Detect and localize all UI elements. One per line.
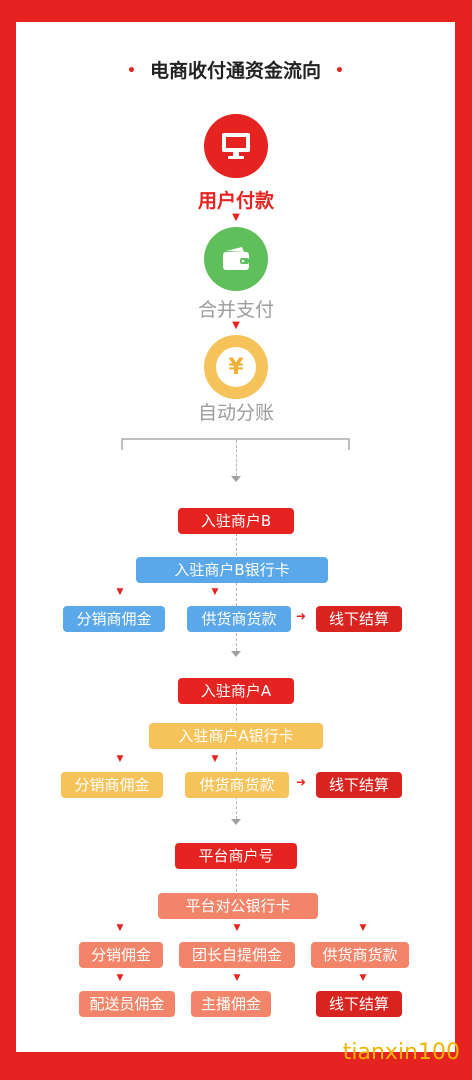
- down-arrow-icon: ▼: [232, 212, 240, 223]
- connector-arrowhead: [231, 819, 241, 825]
- flow-connector: [236, 868, 237, 892]
- split-bracket: [121, 438, 350, 450]
- merchant-b-commission-box: 分销商佣金: [63, 606, 165, 632]
- platform-offline-settlement-box: 线下结算: [316, 991, 402, 1017]
- content-panel: [16, 22, 455, 1052]
- merchant-a-box: 入驻商户A: [178, 678, 294, 704]
- down-arrow-icon: ▼: [116, 587, 124, 597]
- step-user-payment-label: 用户付款: [197, 190, 274, 212]
- step-auto-split-label: 自动分账: [197, 402, 274, 424]
- merchant-a-offline-settlement-box: 线下结算: [316, 772, 402, 798]
- down-arrow-icon: ▼: [233, 923, 241, 933]
- merchant-a-supplier-payment-box: 供货商货款: [185, 772, 289, 798]
- right-arrow-icon: ➜: [296, 775, 307, 789]
- down-arrow-icon: ▼: [211, 587, 219, 597]
- title-text: 电商收付通资金流向: [149, 60, 321, 82]
- merchant-a-commission-box: 分销商佣金: [61, 772, 163, 798]
- down-arrow-icon: ▼: [116, 923, 124, 933]
- merchant-b-box: 入驻商户B: [178, 508, 294, 534]
- merchant-b-bank-card-box: 入驻商户B银行卡: [136, 557, 328, 583]
- down-arrow-icon: ▼: [233, 973, 241, 983]
- connector-arrowhead: [231, 651, 241, 657]
- down-arrow-icon: ▼: [359, 923, 367, 933]
- title-dot-left: •: [127, 63, 136, 79]
- connector-arrowhead: [231, 476, 241, 482]
- wallet-icon: [204, 227, 268, 291]
- diagram-title: • 电商收付通资金流向 •: [16, 56, 455, 83]
- platform-merchant-box: 平台商户号: [175, 843, 297, 869]
- distribution-commission-box: 分销佣金: [79, 942, 163, 968]
- platform-bank-card-box: 平台对公银行卡: [158, 893, 318, 919]
- flow-connector: [236, 703, 237, 819]
- right-arrow-icon: ➜: [296, 609, 307, 623]
- merchant-b-offline-settlement-box: 线下结算: [316, 606, 402, 632]
- merchant-a-bank-card-box: 入驻商户A银行卡: [149, 723, 323, 749]
- leader-pickup-commission-box: 团长自提佣金: [179, 942, 295, 968]
- title-dot-right: •: [335, 63, 344, 79]
- flow-connector: [236, 533, 237, 651]
- down-arrow-icon: ▼: [116, 973, 124, 983]
- streamer-commission-box: 主播佣金: [191, 991, 271, 1017]
- step-merge-payment-label: 合并支付: [197, 299, 274, 321]
- platform-supplier-payment-box: 供货商货款: [311, 942, 409, 968]
- watermark: tianxin100: [342, 1040, 460, 1065]
- down-arrow-icon: ▼: [116, 754, 124, 764]
- flow-connector: [236, 440, 237, 476]
- yen-coin-icon: ¥: [204, 335, 268, 399]
- yen-symbol: ¥: [228, 354, 244, 380]
- merchant-b-supplier-payment-box: 供货商货款: [187, 606, 291, 632]
- down-arrow-icon: ▼: [211, 754, 219, 764]
- down-arrow-icon: ▼: [359, 973, 367, 983]
- down-arrow-icon: ▼: [232, 320, 240, 331]
- delivery-staff-commission-box: 配送员佣金: [79, 991, 175, 1017]
- monitor-icon: [204, 114, 268, 178]
